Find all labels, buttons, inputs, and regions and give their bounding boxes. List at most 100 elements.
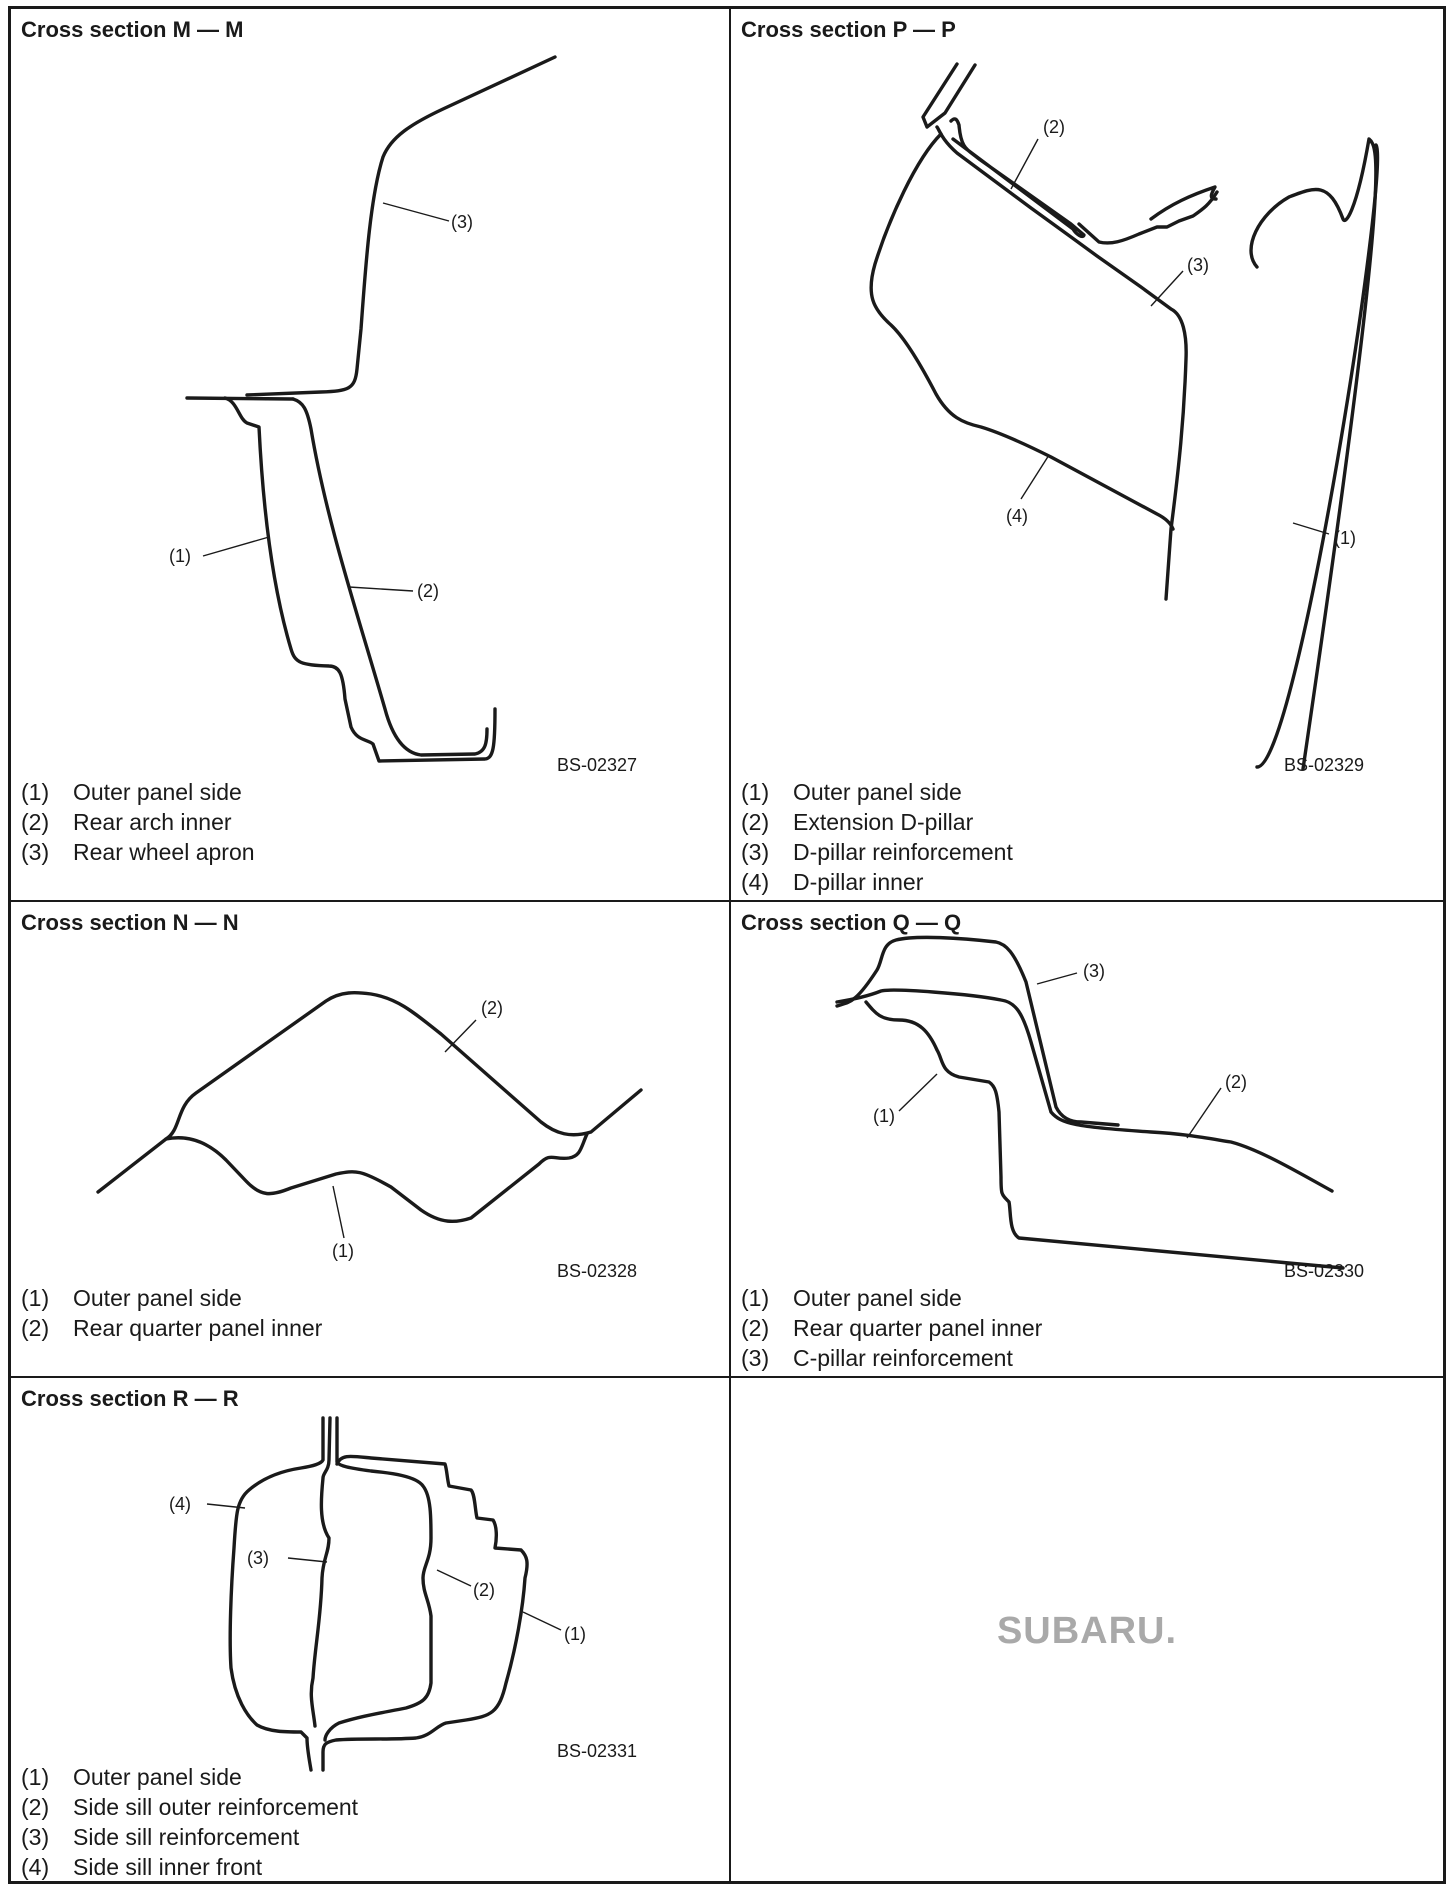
leader-line	[332, 1185, 345, 1239]
callout-3: (3)	[1187, 255, 1209, 275]
callout-4: (4)	[1006, 506, 1028, 526]
outer-panel-side-profile	[96, 1132, 589, 1224]
callout-2: (2)	[481, 998, 503, 1018]
legend-item: (2)Extension D-pillar	[741, 809, 974, 835]
leader-line	[1036, 972, 1078, 985]
legend-item: (1)Outer panel side	[21, 1764, 242, 1790]
callout-3: (3)	[1083, 961, 1105, 981]
leader-line	[444, 1019, 477, 1053]
legend-item: (3)D-pillar reinforcement	[741, 839, 1013, 865]
row-divider-1	[11, 900, 1443, 902]
leader-line	[1186, 1087, 1222, 1139]
legend-item: (1)Outer panel side	[741, 1285, 962, 1311]
figure-code: BS-02330	[1284, 1261, 1365, 1281]
section-p-drawing: (2) (3) (4) (1)	[869, 62, 1380, 771]
legend-item: (2)Rear quarter panel inner	[741, 1315, 1043, 1341]
subaru-logo: SUBARU.	[996, 1610, 1178, 1652]
callout-3: (3)	[451, 212, 473, 232]
leader-line	[348, 586, 414, 592]
legend-item: (3)C-pillar reinforcement	[741, 1345, 1013, 1371]
figure-code: BS-02327	[557, 755, 638, 775]
callout-3: (3)	[247, 1548, 269, 1568]
outer-panel-side-profile	[864, 1000, 1345, 1270]
section-r-panel: Cross section R — R (4) (3) (2) (1) BS-0…	[11, 1378, 729, 1881]
callout-1: (1)	[169, 546, 191, 566]
parts-legend: (1)Outer panel side (2)Rear quarter pane…	[21, 1283, 322, 1343]
row-divider-2	[11, 1376, 1443, 1378]
logo-panel: SUBARU.	[731, 1378, 1443, 1881]
callout-1: (1)	[873, 1106, 895, 1126]
legend-item: (1)Outer panel side	[21, 779, 242, 805]
figure-code: BS-02331	[557, 1741, 638, 1761]
section-r-drawing: (4) (3) (2) (1)	[169, 1416, 586, 1772]
leader-line	[206, 1503, 246, 1509]
section-title: Cross section Q — Q	[741, 910, 962, 935]
parts-legend: (1)Outer panel side (2)Extension D-pilla…	[741, 777, 1013, 897]
leader-line	[287, 1557, 328, 1563]
leader-line	[1292, 522, 1330, 535]
outer-panel-side-profile	[321, 1454, 529, 1772]
section-title: Cross section N — N	[21, 910, 239, 935]
extension-d-pillar-profile	[1077, 190, 1219, 245]
callout-2: (2)	[473, 1580, 495, 1600]
legend-item: (3)Side sill reinforcement	[21, 1824, 300, 1850]
callout-2: (2)	[1043, 117, 1065, 137]
outer-panel-side-profile	[1249, 137, 1378, 771]
upper-flange-profile	[185, 396, 295, 401]
callout-1: (1)	[332, 1241, 354, 1261]
leader-line	[436, 1569, 472, 1587]
legend-item: (3)Rear wheel apron	[21, 839, 255, 865]
leader-line	[202, 536, 270, 557]
legend-item: (2)Rear arch inner	[21, 809, 232, 835]
callout-2: (2)	[1225, 1072, 1247, 1092]
callout-1: (1)	[1334, 528, 1356, 548]
parts-legend: (1)Outer panel side (2)Rear arch inner (…	[21, 777, 255, 867]
legend-item: (1)Outer panel side	[21, 1285, 242, 1311]
leader-line	[382, 202, 450, 222]
legend-item: (2)Rear quarter panel inner	[21, 1315, 323, 1341]
section-title: Cross section P — P	[741, 17, 956, 42]
rear-wheel-apron-profile	[245, 55, 557, 397]
leader-line	[1020, 454, 1050, 500]
parts-legend: (1)Outer panel side (2)Rear quarter pane…	[741, 1283, 1042, 1373]
section-n-drawing: (2) (1)	[96, 990, 643, 1261]
callout-4: (4)	[169, 1494, 191, 1514]
section-title: Cross section M — M	[21, 17, 244, 42]
section-n-panel: Cross section N — N (2) (1) BS-02328 (1)…	[11, 902, 729, 1376]
extension-d-pillar-profile	[949, 117, 1086, 239]
outer-panel-side-profile	[223, 396, 497, 763]
legend-item: (4)Side sill inner front	[21, 1854, 263, 1880]
leader-line	[898, 1073, 938, 1112]
leader-line	[1010, 138, 1039, 190]
leader-line	[522, 1611, 562, 1631]
section-m-panel: Cross section M — M (3) (2) (1) BS-02327…	[11, 9, 729, 900]
section-p-panel: Cross section P — P (2) (3) (4) (1) BS-0…	[731, 9, 1443, 900]
legend-item: (2)Side sill outer reinforcement	[21, 1794, 359, 1820]
rear-quarter-panel-inner-profile	[164, 990, 643, 1141]
d-pillar-inner-profile	[1149, 185, 1218, 221]
d-pillar-reinforcement-profile	[935, 125, 1188, 601]
figure-code: BS-02328	[557, 1261, 638, 1281]
section-q-panel: Cross section Q — Q (3) (2) (1) BS-02330…	[731, 902, 1443, 1376]
d-pillar-inner-profile	[869, 132, 1175, 531]
section-title: Cross section R — R	[21, 1386, 239, 1411]
d-pillar-inner-profile	[921, 62, 977, 129]
legend-item: (4)D-pillar inner	[741, 869, 924, 895]
callout-2: (2)	[417, 581, 439, 601]
c-pillar-reinforcement-profile	[835, 935, 1120, 1127]
section-m-drawing: (3) (2) (1)	[169, 55, 557, 763]
callout-1: (1)	[564, 1624, 586, 1644]
parts-legend: (1)Outer panel side (2)Side sill outer r…	[21, 1762, 358, 1881]
rear-quarter-panel-inner-profile	[835, 988, 1334, 1193]
side-sill-inner-front-profile	[228, 1416, 325, 1772]
section-q-drawing: (3) (2) (1)	[835, 935, 1345, 1270]
column-divider	[729, 9, 731, 1881]
leader-line	[1150, 270, 1184, 307]
side-sill-outer-reinforcement-profile	[323, 1416, 433, 1742]
rear-arch-inner-profile	[291, 397, 489, 757]
side-sill-reinforcement-profile	[309, 1416, 332, 1728]
outer-panel-side-profile	[1255, 143, 1380, 769]
diagram-sheet: Cross section M — M (3) (2) (1) BS-02327…	[8, 6, 1446, 1884]
figure-code: BS-02329	[1284, 755, 1365, 775]
legend-item: (1)Outer panel side	[741, 779, 962, 805]
